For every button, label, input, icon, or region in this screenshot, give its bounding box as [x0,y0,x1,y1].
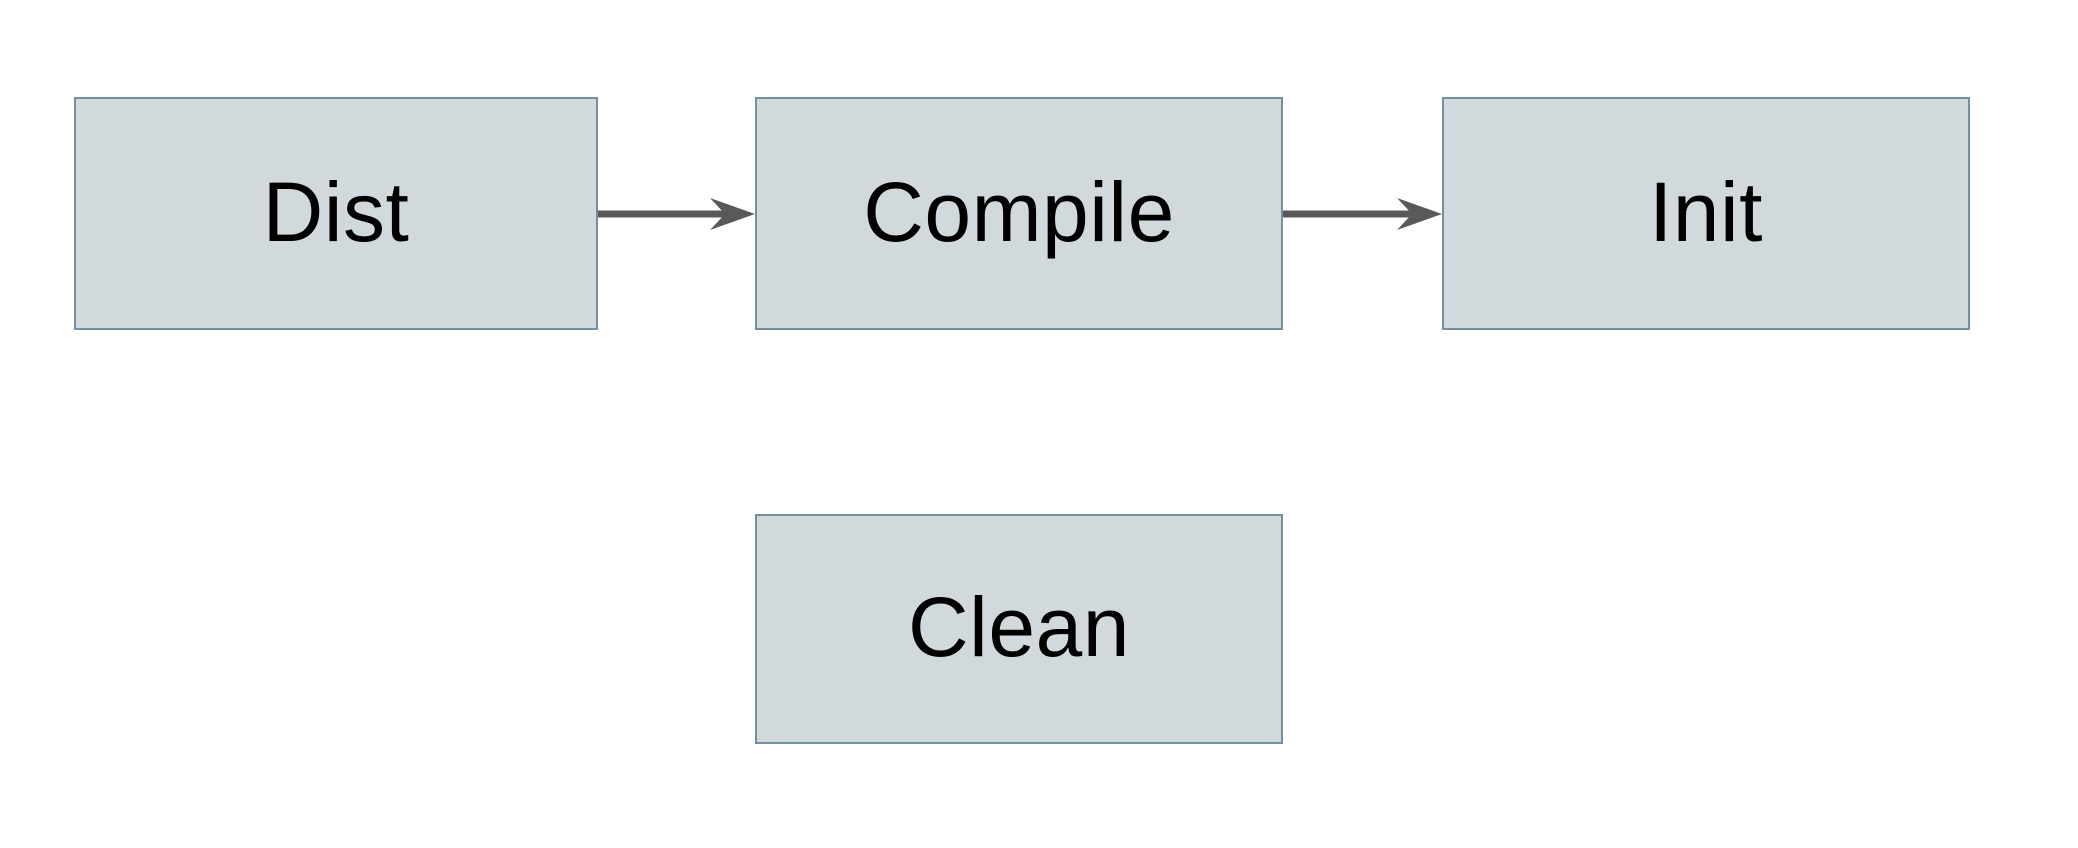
node-compile: Compile [755,97,1283,330]
arrow-compile-to-init [1283,198,1442,230]
node-init-label: Init [1648,164,1764,259]
node-init: Init [1442,97,1970,330]
arrow-dist-to-compile [598,198,755,230]
node-dist: Dist [74,97,598,330]
node-dist-label: Dist [262,164,410,259]
node-clean-label: Clean [908,580,1130,674]
node-clean: Clean [755,514,1283,744]
node-compile-label: Compile [863,164,1175,259]
